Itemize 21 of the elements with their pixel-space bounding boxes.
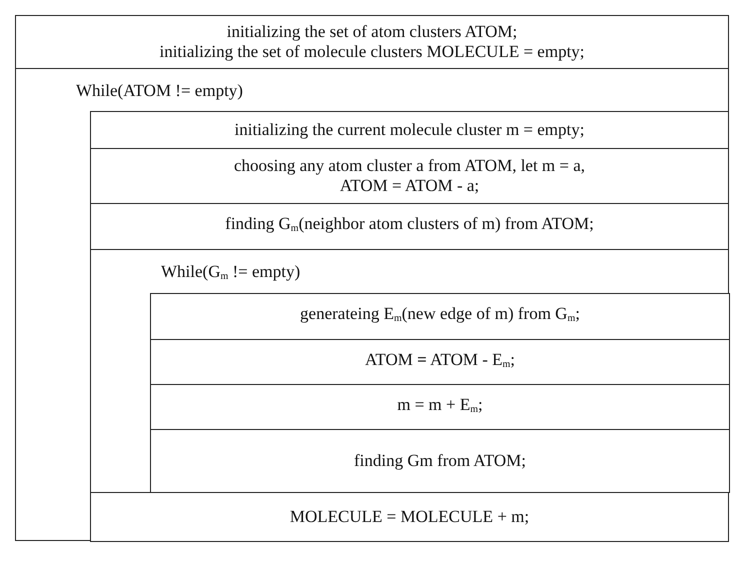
statement-text: m = m + E$_{m}$;	[397, 394, 483, 416]
loop-block	[90, 249, 729, 493]
statement-text: initializing the set of atom clusters ATOM;	[226, 22, 518, 42]
statement-block	[90, 111, 729, 149]
statement-block	[150, 384, 730, 430]
statement-text: generateing E$_{m}$(new edge of m) from G$_{m}$;	[300, 304, 580, 326]
statement-block	[15, 15, 729, 69]
statement-block	[150, 429, 730, 493]
statement-text: initializing the current molecule cluster m = empty;	[234, 120, 584, 140]
statement-block	[150, 293, 730, 340]
statement-block	[150, 339, 730, 385]
statement-text: ATOM = ATOM - E$_{m}$;	[364, 350, 516, 372]
statement-text: MOLECULE = MOLECULE + m;	[290, 507, 530, 527]
statement-text: finding Gm from ATOM;	[354, 451, 526, 471]
statement-text: initializing the set of molecule clusters MOLECULE = empty;	[159, 42, 585, 62]
statement-text: finding G$_{m}$(neighbor atom clusters of m) from ATOM;	[225, 214, 594, 236]
loop-condition: While(ATOM != empty)	[76, 81, 243, 101]
loop-block	[15, 68, 729, 541]
statement-block	[90, 492, 729, 542]
loop-condition: While(G$_{m}$ != empty)	[161, 262, 300, 284]
statement-text: choosing any atom cluster a from ATOM, let m = a, ATOM = ATOM - a;	[232, 156, 586, 196]
